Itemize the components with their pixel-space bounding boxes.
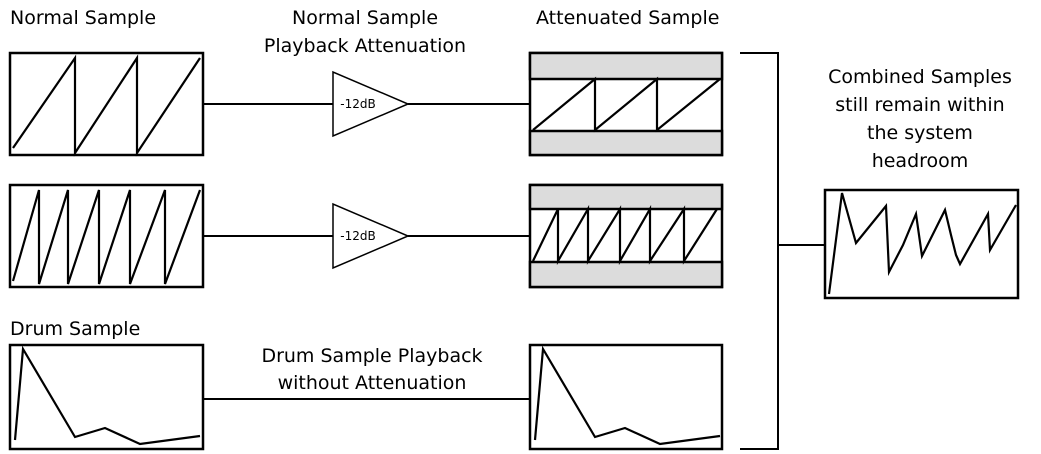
- drum-sample-box: [8, 343, 205, 451]
- headroom-band-bottom-2: [528, 260, 724, 289]
- combined-label-line2: still remain within: [835, 94, 1004, 116]
- headroom-band-top-2: [528, 183, 724, 211]
- attenuator-label-1: -12dB: [340, 97, 375, 111]
- combined-waveform: [827, 192, 1017, 295]
- combined-label-line3: the system: [867, 122, 973, 144]
- combined-label-line4: headroom: [872, 150, 969, 172]
- drum-output-box: [528, 343, 724, 451]
- drum-sample-title: Drum Sample: [10, 318, 140, 340]
- sawtooth-waveform-2: [11, 189, 202, 285]
- summing-bracket: [740, 52, 779, 450]
- attenuator-label-2: -12dB: [340, 229, 375, 243]
- attenuator-triangle-2: [332, 202, 410, 270]
- headroom-band-bottom-1: [528, 129, 724, 157]
- attenuated-sample-title: Attenuated Sample: [536, 7, 719, 29]
- attenuated-sawtooth-waveform-2: [532, 204, 718, 266]
- drum-playback-label-line2: without Attenuation: [278, 372, 467, 394]
- attenuated-sawtooth-waveform-1: [532, 76, 721, 133]
- normal-playback-label-line2: Playback Attenuation: [264, 35, 466, 57]
- combined-sample-box: [823, 188, 1020, 300]
- drum-playback-label-line1: Drum Sample Playback: [261, 345, 482, 367]
- sawtooth-waveform-1: [12, 54, 201, 157]
- drum-waveform: [13, 345, 201, 446]
- normal-sample-title: Normal Sample: [10, 7, 156, 29]
- headroom-band-top-1: [528, 51, 724, 81]
- combined-label-line1: Combined Samples: [828, 66, 1012, 88]
- normal-playback-label-line1: Normal Sample: [292, 7, 438, 29]
- drum-output-waveform: [533, 345, 721, 446]
- attenuator-triangle-1: [332, 70, 410, 138]
